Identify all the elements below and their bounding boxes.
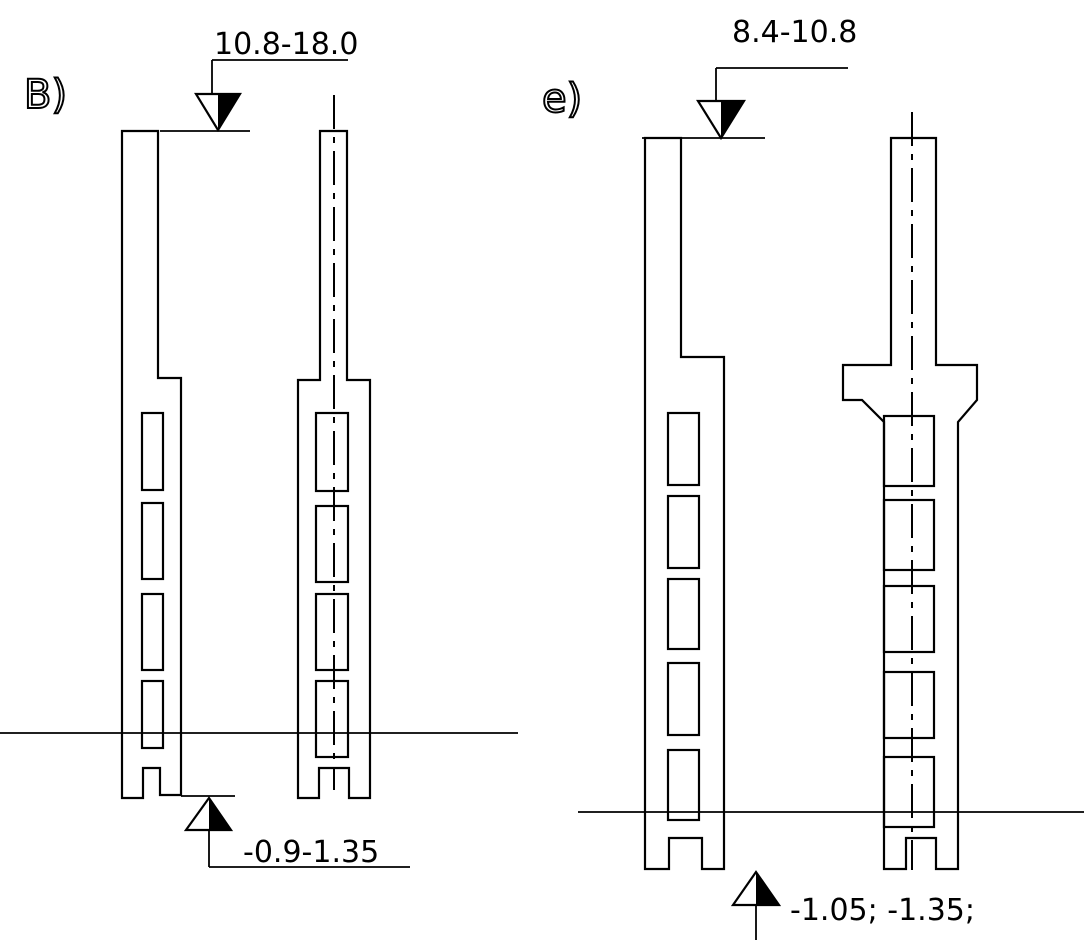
panel-b-bottom-level-label: -0.9-1.35 [243, 835, 379, 870]
panel-e-bottom-level-marker: -1.05; -1.35; [730, 870, 975, 940]
panel-b-right-column [296, 129, 372, 800]
panel-e-left-column [643, 136, 726, 871]
panel-b-top-level-label: 10.8-18.0 [214, 27, 358, 62]
panel-b-top-triangle-fill [218, 94, 240, 130]
panel-e-right-column [841, 136, 979, 871]
panel-b-bottom-level-marker: -0.9-1.35 [181, 795, 410, 870]
panel-e: e) 8.4-10.8 [541, 15, 1084, 940]
panel-e-top-level-marker: 8.4-10.8 [642, 15, 857, 141]
panel-e-letter: e) [542, 76, 582, 122]
panel-b-left-openings [140, 411, 165, 750]
panel-b: B) 10.8-18.0 [0, 27, 518, 870]
panel-b-top-level-marker: 10.8-18.0 [160, 27, 358, 133]
panel-e-left-openings [666, 411, 701, 822]
panel-e-right-openings [882, 414, 936, 829]
panel-e-top-level-label: 8.4-10.8 [732, 15, 857, 50]
panel-b-right-openings [314, 411, 350, 759]
panel-b-left-column [120, 129, 183, 800]
panel-b-letter: B) [24, 72, 67, 118]
panel-e-bottom-level-label: -1.05; -1.35; [790, 893, 975, 928]
